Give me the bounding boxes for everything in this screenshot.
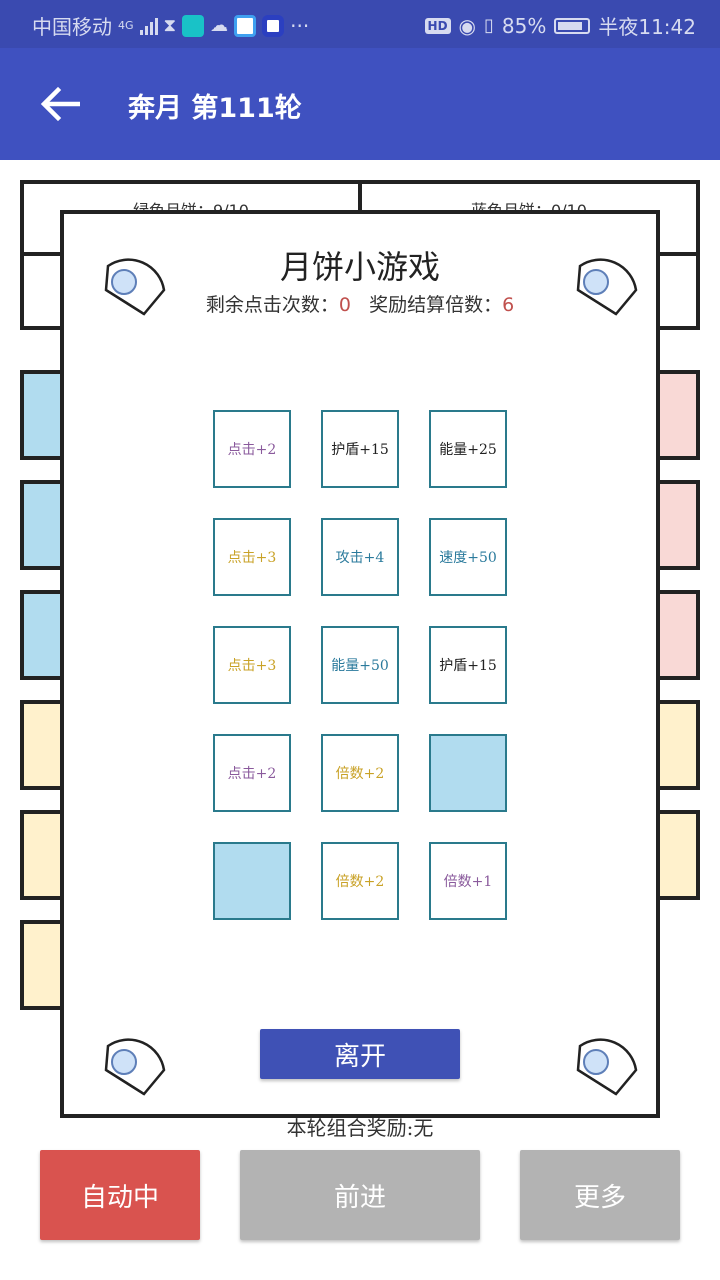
rabbit-corner-icon <box>104 1038 166 1096</box>
more-button[interactable]: 更多 <box>520 1150 680 1240</box>
auto-button[interactable]: 自动中 <box>40 1150 200 1240</box>
battery-percent: 85% <box>501 13 547 38</box>
reward-card[interactable]: 倍数+2 <box>321 734 399 812</box>
reward-card-label: 能量+50 <box>331 658 389 674</box>
reward-card[interactable]: 护盾+15 <box>321 410 399 488</box>
reward-card[interactable]: 倍数+2 <box>321 842 399 920</box>
network-label: 4G <box>118 19 134 32</box>
tap-app-icon <box>182 14 205 37</box>
multiplier-label: 奖励结算倍数： <box>369 294 503 316</box>
reward-card[interactable]: 点击+2 <box>213 734 291 812</box>
reward-card[interactable]: 速度+50 <box>429 518 507 596</box>
reward-card-label: 护盾+15 <box>439 658 497 674</box>
reward-card-label: 倍数+2 <box>335 766 385 782</box>
forward-button[interactable]: 前进 <box>240 1150 480 1240</box>
reward-card-facedown[interactable] <box>429 734 507 812</box>
rabbit-corner-icon <box>576 1038 638 1096</box>
browser-app-icon <box>234 14 257 37</box>
reward-card[interactable]: 攻击+4 <box>321 518 399 596</box>
back-arrow-icon[interactable] <box>40 86 80 122</box>
reward-card-label: 护盾+15 <box>331 442 389 458</box>
auto-button-label: 自动中 <box>80 1182 159 1213</box>
combo-reward-note: 本轮组合奖励:无 <box>286 1116 434 1140</box>
clicks-remaining-value: 0 <box>338 294 351 316</box>
signal-icon <box>139 17 158 35</box>
reward-card[interactable]: 护盾+15 <box>429 626 507 704</box>
reward-card-label: 点击+2 <box>227 766 277 782</box>
reward-card-facedown[interactable] <box>213 842 291 920</box>
rabbit-corner-icon <box>576 258 638 316</box>
battery-icon <box>554 17 591 34</box>
reward-card-label: 倍数+2 <box>335 874 385 890</box>
vibrate-icon: ▯ <box>484 15 494 36</box>
game-stats: 剩余点击次数：0 奖励结算倍数：6 <box>64 290 656 317</box>
page-title: 奔月 第111轮 <box>128 93 302 124</box>
reward-card-label: 点击+2 <box>227 442 277 458</box>
reward-card-label: 能量+25 <box>439 442 497 458</box>
clicks-remaining-label: 剩余点击次数： <box>205 294 339 316</box>
mooncake-game-dialog: 月饼小游戏 剩余点击次数：0 奖励结算倍数：6 点击+2 护盾+15 能量+25 点击… <box>60 210 660 1118</box>
reward-card-label: 攻击+4 <box>335 550 385 566</box>
rabbit-corner-icon <box>104 258 166 316</box>
cloud-icon: ☁ <box>210 15 229 36</box>
carrier-label: 中国移动 <box>32 15 112 39</box>
hourglass-icon: ⧗ <box>163 15 177 36</box>
reward-card[interactable]: 倍数+1 <box>429 842 507 920</box>
status-left: 中国移动 4G ⧗ ☁ ··· <box>32 11 309 40</box>
reward-card[interactable]: 能量+25 <box>429 410 507 488</box>
leave-button-label: 离开 <box>333 1041 386 1072</box>
reward-card[interactable]: 点击+3 <box>213 518 291 596</box>
forward-button-label: 前进 <box>333 1182 386 1213</box>
reward-card-label: 点击+3 <box>227 658 277 674</box>
game-title: 月饼小游戏 <box>279 248 440 286</box>
more-button-label: 更多 <box>573 1182 626 1213</box>
multiplier-value: 6 <box>502 294 515 316</box>
status-right: HD ◉ ▯ 85% 半夜11:42 <box>424 11 696 40</box>
eye-icon: ◉ <box>458 13 476 38</box>
more-notifications-icon: ··· <box>290 13 310 38</box>
app-bar: 奔月 第111轮 <box>0 48 720 160</box>
clock: 半夜11:42 <box>598 15 696 39</box>
hd-icon: HD <box>424 17 451 34</box>
circle-app-icon <box>262 14 285 37</box>
status-bar: 中国移动 4G ⧗ ☁ ··· HD ◉ ▯ 85% 半夜11:42 <box>0 0 720 48</box>
reward-card[interactable]: 点击+3 <box>213 626 291 704</box>
reward-card-label: 倍数+1 <box>443 874 493 890</box>
reward-card-label: 点击+3 <box>227 550 277 566</box>
leave-button[interactable]: 离开 <box>260 1029 460 1079</box>
reward-card-label: 速度+50 <box>439 550 497 566</box>
reward-card[interactable]: 点击+2 <box>213 410 291 488</box>
reward-card[interactable]: 能量+50 <box>321 626 399 704</box>
